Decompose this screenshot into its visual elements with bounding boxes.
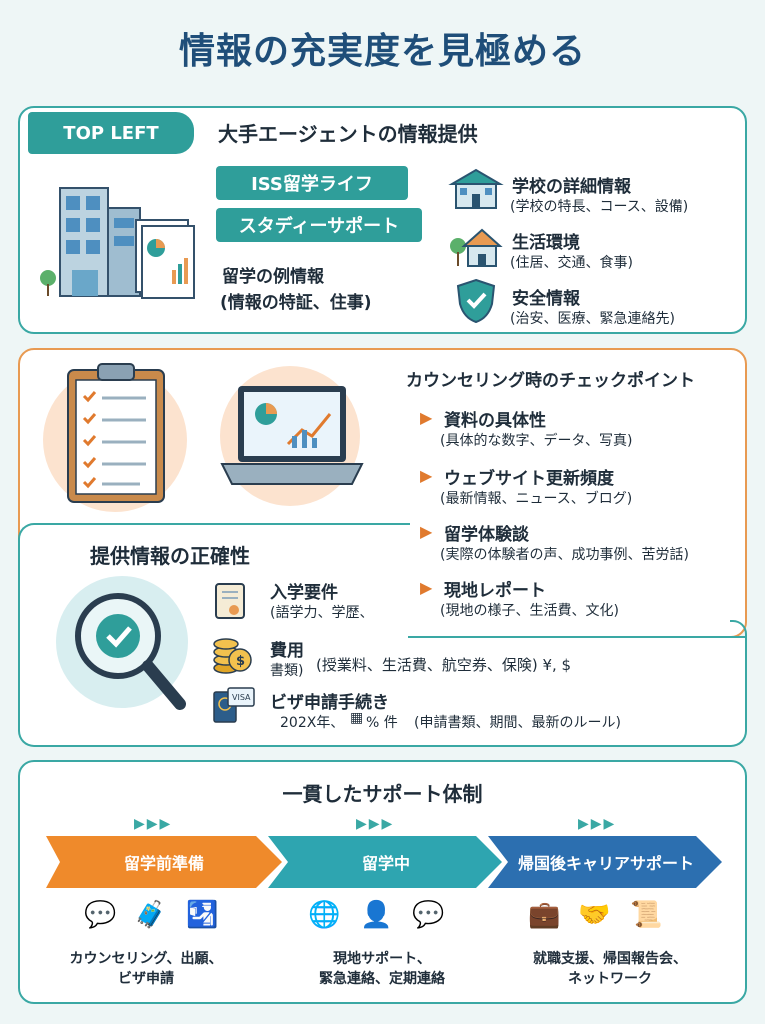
visa-sub-c: (申請書類、期間、最新のルール)	[414, 715, 621, 731]
checkpoint-4-title: 現地レポート	[444, 581, 546, 601]
globe-icon: 🌐	[308, 900, 341, 930]
accuracy-corner	[730, 620, 747, 640]
school-icon	[448, 168, 504, 209]
page-title: 情報の充実度を見極める	[178, 31, 586, 72]
stage-during-line1: 現地サポート、	[333, 951, 431, 967]
cost-sub-b: (授業料、生活費、航空券、保険) ¥, $	[316, 656, 572, 674]
living-env-title: 生活環境	[512, 233, 580, 253]
admission-title: 入学要件	[270, 583, 338, 603]
laptop-chart-icon	[220, 366, 364, 506]
handshake-icon: 🤝	[578, 900, 611, 930]
school-info-sub: (学校の特長、コース、設備)	[510, 199, 689, 215]
top-left-tag: TOP LEFT	[28, 112, 194, 154]
svg-text:$: $	[236, 654, 245, 669]
stage-pre-line2: ビザ申請	[118, 971, 174, 987]
person-question-icon: 👤	[360, 900, 393, 930]
checkpoint-2-sub: (最新情報、ニュース、ブログ)	[440, 491, 633, 507]
support-heading: 一貫したサポート体制	[282, 782, 483, 806]
example-title: 留学の例情報	[222, 267, 324, 287]
passport-icon: 🛂	[186, 900, 219, 930]
accuracy-heading: 提供情報の正確性	[90, 544, 250, 568]
visa-title: ビザ申請手続き	[270, 693, 389, 713]
checkpoint-heading: カウンセリング時のチェックポイント	[406, 371, 695, 391]
certificate-icon	[215, 583, 245, 619]
chat-bubble-icon: 💬	[84, 900, 117, 930]
checkpoint-3-sub: (実際の体験者の声、成功事例、苦労話)	[440, 547, 689, 563]
house-icon	[450, 228, 503, 267]
iss-life-button[interactable]: ISS留学ライフ	[216, 166, 408, 200]
accuracy-divider	[408, 636, 747, 638]
checkpoint-2-title: ウェブサイト更新頻度	[444, 469, 614, 489]
checkpoint-3-title: 留学体験談	[444, 525, 529, 545]
living-env-sub: (住居、交通、食事)	[510, 255, 633, 271]
chevron-icon: ▶▶▶	[134, 816, 173, 832]
briefcase-icon: 💼	[528, 900, 561, 930]
cost-sub-a: 書類)	[270, 663, 304, 679]
checkpoint-1-sub: (具体的な数字、データ、写真)	[440, 433, 633, 449]
visa-sub-b: % 件	[366, 715, 398, 731]
stage-arrows	[46, 836, 722, 888]
diploma-icon: 📜	[630, 900, 663, 930]
arrow-bullet-icon: ▶	[420, 578, 433, 597]
arrow-bullet-icon: ▶	[420, 522, 433, 541]
stage-during-label: 留学中	[361, 854, 410, 873]
stage-pre-line1: カウンセリング、出願、	[69, 951, 223, 967]
study-support-button[interactable]: スタディーサポート	[216, 208, 422, 242]
stage-after-line1: 就職支援、帰国報告会、	[533, 951, 687, 967]
suitcase-icon: 🧳	[134, 900, 167, 930]
chevron-icon: ▶▶▶	[356, 816, 395, 832]
safety-info-sub: (治安、医療、緊急連絡先)	[510, 311, 675, 327]
stage-during-line2: 緊急連絡、定期連絡	[319, 971, 445, 987]
chevron-icon: ▶▶▶	[578, 816, 617, 832]
chat-bubble-icon: 💬	[412, 900, 445, 930]
safety-info-title: 安全情報	[512, 289, 580, 309]
magnifier-check-icon	[56, 576, 188, 710]
school-info-title: 学校の詳細情報	[512, 177, 631, 197]
cost-title: 費用	[270, 641, 304, 661]
svg-text:VISA: VISA	[232, 693, 251, 702]
agent-info-heading: 大手エージェントの情報提供	[218, 122, 478, 146]
calendar-icon: ▦	[350, 710, 364, 726]
stage-after-line2: ネットワーク	[568, 971, 652, 987]
stage-pre-label: 留学前準備	[123, 854, 204, 873]
visa-sub-a: 202X年、	[280, 715, 345, 731]
arrow-bullet-icon: ▶	[420, 466, 433, 485]
clipboard-icon	[43, 363, 187, 512]
admission-sub: (語学力、学歴、	[270, 605, 374, 621]
office-building-icon	[40, 187, 195, 299]
example-sub: (情報の特証、住事)	[220, 293, 372, 313]
arrow-bullet-icon: ▶	[420, 408, 433, 427]
checkpoint-4-sub: (現地の様子、生活費、文化)	[440, 603, 619, 619]
coins-icon: $	[213, 638, 252, 674]
shield-check-icon	[456, 278, 496, 324]
checkpoint-1-title: 資料の具体性	[444, 411, 546, 431]
visa-icon: VISA	[213, 687, 255, 723]
stage-after-label: 帰国後キャリアサポート	[517, 854, 694, 873]
